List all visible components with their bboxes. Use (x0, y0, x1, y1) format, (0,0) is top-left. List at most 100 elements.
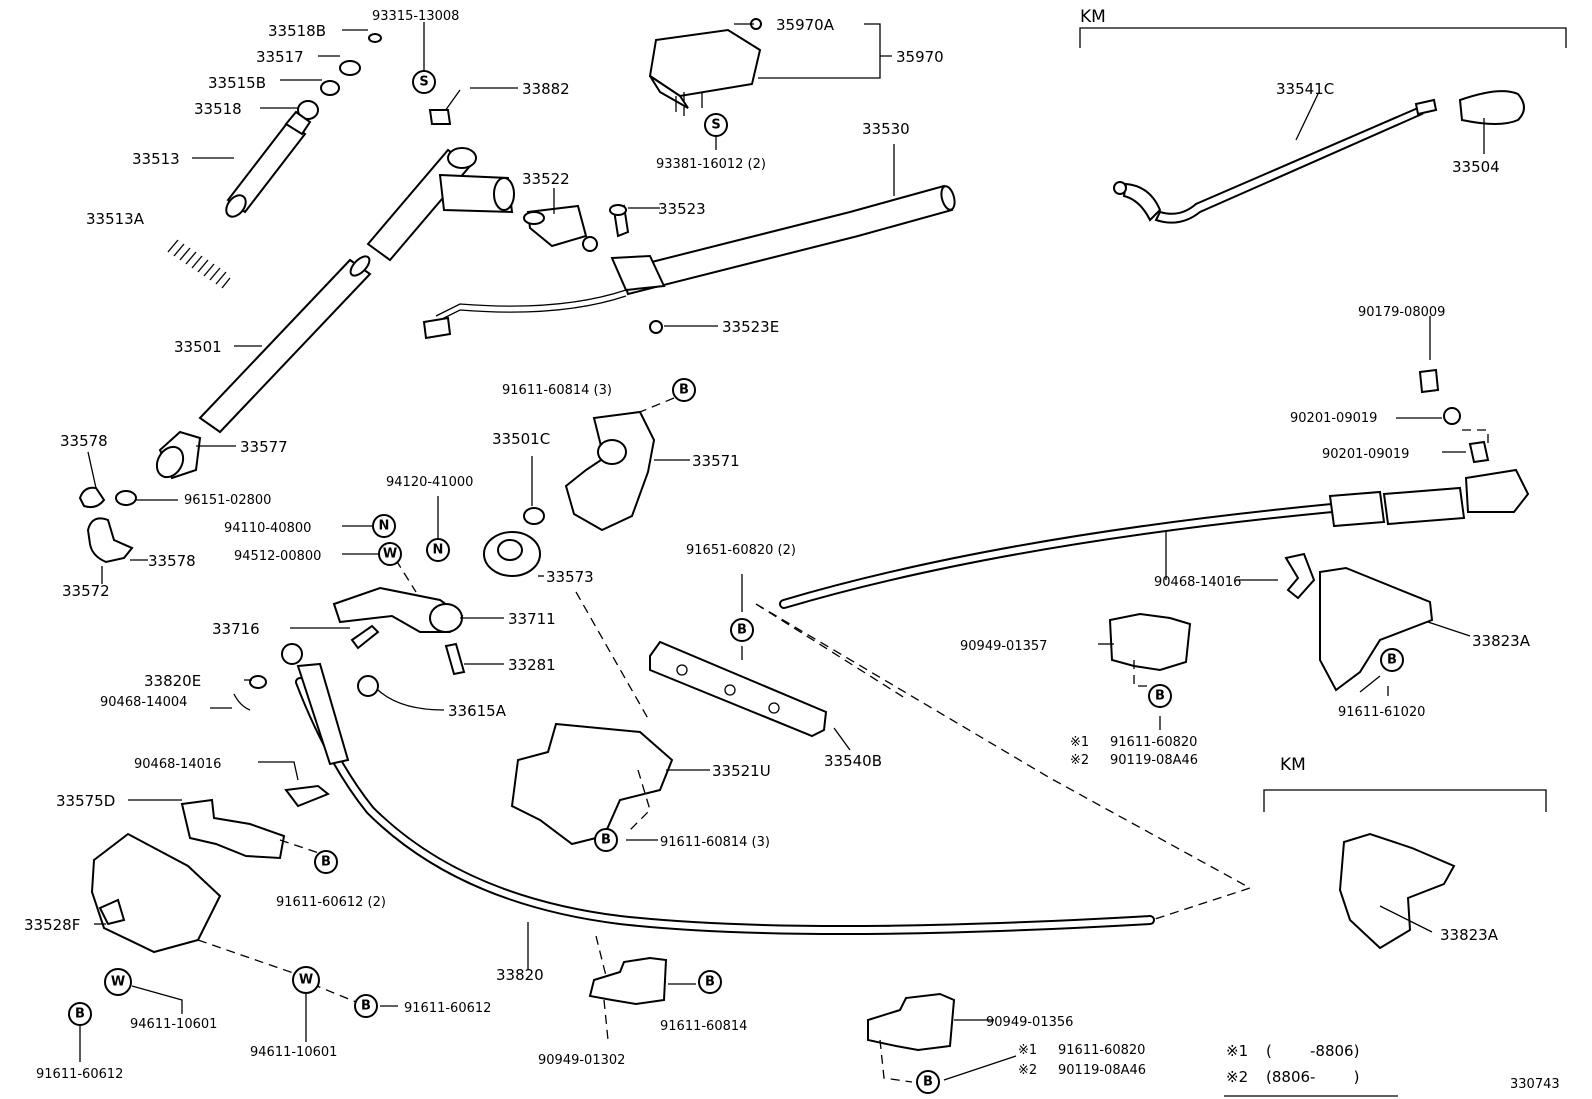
label-91611-60612-a: 91611-60612 (404, 1001, 491, 1016)
symbol-s-knob: S (711, 118, 720, 133)
label-35970: 35970 (896, 48, 944, 66)
symbol-b-33540B: B (737, 623, 747, 638)
label-33716: 33716 (212, 620, 260, 638)
part-33528F (90, 832, 222, 954)
part-96151-02800 (115, 490, 137, 506)
label-33575D: 33575D (56, 792, 115, 810)
part-33513 (225, 110, 312, 218)
label-90468-14016-a: 90468-14016 (1154, 575, 1241, 590)
part-33820E (249, 675, 267, 689)
part-33577 (155, 430, 202, 480)
label-33823A-a: 33823A (1472, 632, 1531, 650)
legend-mark2: ※2 (1226, 1068, 1248, 1086)
label-90468-14004: 90468-14004 (100, 695, 187, 710)
symbol-n-2: N (433, 543, 444, 558)
label-33820E: 33820E (144, 672, 201, 690)
label-90468-14016-b: 90468-14016 (134, 757, 221, 772)
symbol-b-bottom-left: B (75, 1007, 85, 1022)
symbol-w-33528F: W (111, 975, 125, 990)
part-33541C (1154, 106, 1424, 224)
note-mark2-b: ※2 (1018, 1063, 1037, 1078)
label-33615A: 33615A (448, 702, 507, 720)
part-33823A-top (1319, 566, 1434, 692)
label-33540B: 33540B (824, 752, 882, 770)
part-33281 (444, 642, 466, 676)
part-33515B (320, 80, 340, 96)
km-label-bottom: KM (1280, 755, 1306, 775)
label-33515B: 33515B (208, 74, 266, 92)
symbols: S S B N W N B B B B B W W B B B B (68, 70, 1404, 1094)
label-33541C: 33541C (1276, 80, 1334, 98)
part-90949-01357 (1108, 612, 1192, 672)
label-94611-10601-a: 94611-10601 (130, 1017, 217, 1032)
label-94110-40800: 94110-40800 (224, 521, 311, 536)
label-33578-b: 33578 (148, 552, 196, 570)
labels: KM KM 33518B 93315-13008 33517 33515B 33… (24, 7, 1560, 1092)
part-90468-14016-right (1284, 552, 1316, 600)
km-bracket-bottom (1263, 789, 1547, 812)
part-33540B (649, 640, 828, 738)
label-90201-09019-b: 90201-09019 (1322, 447, 1409, 462)
label-33281: 33281 (508, 656, 556, 674)
label-91611-61020: 91611-61020 (1338, 705, 1425, 720)
legend-mark1: ※1 (1226, 1042, 1248, 1060)
symbol-s-top: S (419, 75, 428, 90)
symbol-b-bottom-1: B (361, 999, 371, 1014)
label-33578-a: 33578 (60, 432, 108, 450)
symbol-b-33575D: B (321, 855, 331, 870)
symbol-b-33571: B (679, 383, 689, 398)
symbol-w-bottom: W (299, 973, 313, 988)
label-33501C: 33501C (492, 430, 550, 448)
label-96151-02800: 96151-02800 (184, 493, 271, 508)
label-90119-08A46-b: 90119-08A46 (1058, 1063, 1146, 1078)
label-94611-10601-b: 94611-10601 (250, 1045, 337, 1060)
part-33501C (523, 507, 545, 525)
label-33523: 33523 (658, 200, 706, 218)
label-33882: 33882 (522, 80, 570, 98)
part-90949-01302 (588, 956, 668, 1006)
note-mark1-b: ※1 (1018, 1043, 1037, 1058)
part-33572 (86, 517, 134, 564)
label-33572: 33572 (62, 582, 110, 600)
km-label-top: KM (1080, 7, 1106, 27)
label-93381-16012: 93381-16012 (2) (656, 157, 766, 172)
label-93315-13008: 93315-13008 (372, 9, 459, 24)
part-35970 (648, 18, 762, 112)
part-33523E (649, 320, 663, 334)
label-90949-01356: 90949-01356 (986, 1015, 1073, 1030)
part-33518 (297, 100, 319, 120)
figure-code: 330743 (1510, 1077, 1560, 1092)
part-33711 (332, 586, 464, 633)
label-33513A: 33513A (86, 210, 145, 228)
label-33711: 33711 (508, 610, 556, 628)
label-94512-00800: 94512-00800 (234, 549, 321, 564)
label-33577: 33577 (240, 438, 288, 456)
symbol-w-1: W (383, 547, 397, 562)
km-bracket-top (1079, 27, 1567, 48)
part-33521U (510, 722, 674, 846)
parts-drawing (78, 18, 1567, 1052)
legend-range1: ( -8806) (1266, 1042, 1359, 1060)
label-91611-60814: 91611-60814 (660, 1019, 747, 1034)
part-90468-14004 (233, 693, 251, 711)
part-33501 (198, 258, 372, 434)
label-91651-60820: 91651-60820 (2) (686, 543, 796, 558)
label-90201-09019-a: 90201-09019 (1290, 411, 1377, 426)
symbol-b-90949-01302: B (705, 975, 715, 990)
label-33518B: 33518B (268, 22, 326, 40)
note-mark2-a: ※2 (1070, 753, 1089, 768)
part-90949-01356 (867, 992, 956, 1052)
label-33513: 33513 (132, 150, 180, 168)
symbol-b-90949-01356: B (923, 1075, 933, 1090)
part-33615A (357, 675, 379, 697)
label-90949-01357: 90949-01357 (960, 639, 1047, 654)
label-91611-60814-3a: 91611-60814 (3) (502, 383, 612, 398)
label-33501: 33501 (174, 338, 222, 356)
part-90179-08009 (1418, 368, 1440, 394)
part-33575D (180, 798, 286, 860)
part-33504 (1458, 90, 1525, 125)
symbol-b-90949-01357: B (1155, 689, 1165, 704)
label-33523E: 33523E (722, 318, 779, 336)
part-33716 (350, 624, 380, 650)
